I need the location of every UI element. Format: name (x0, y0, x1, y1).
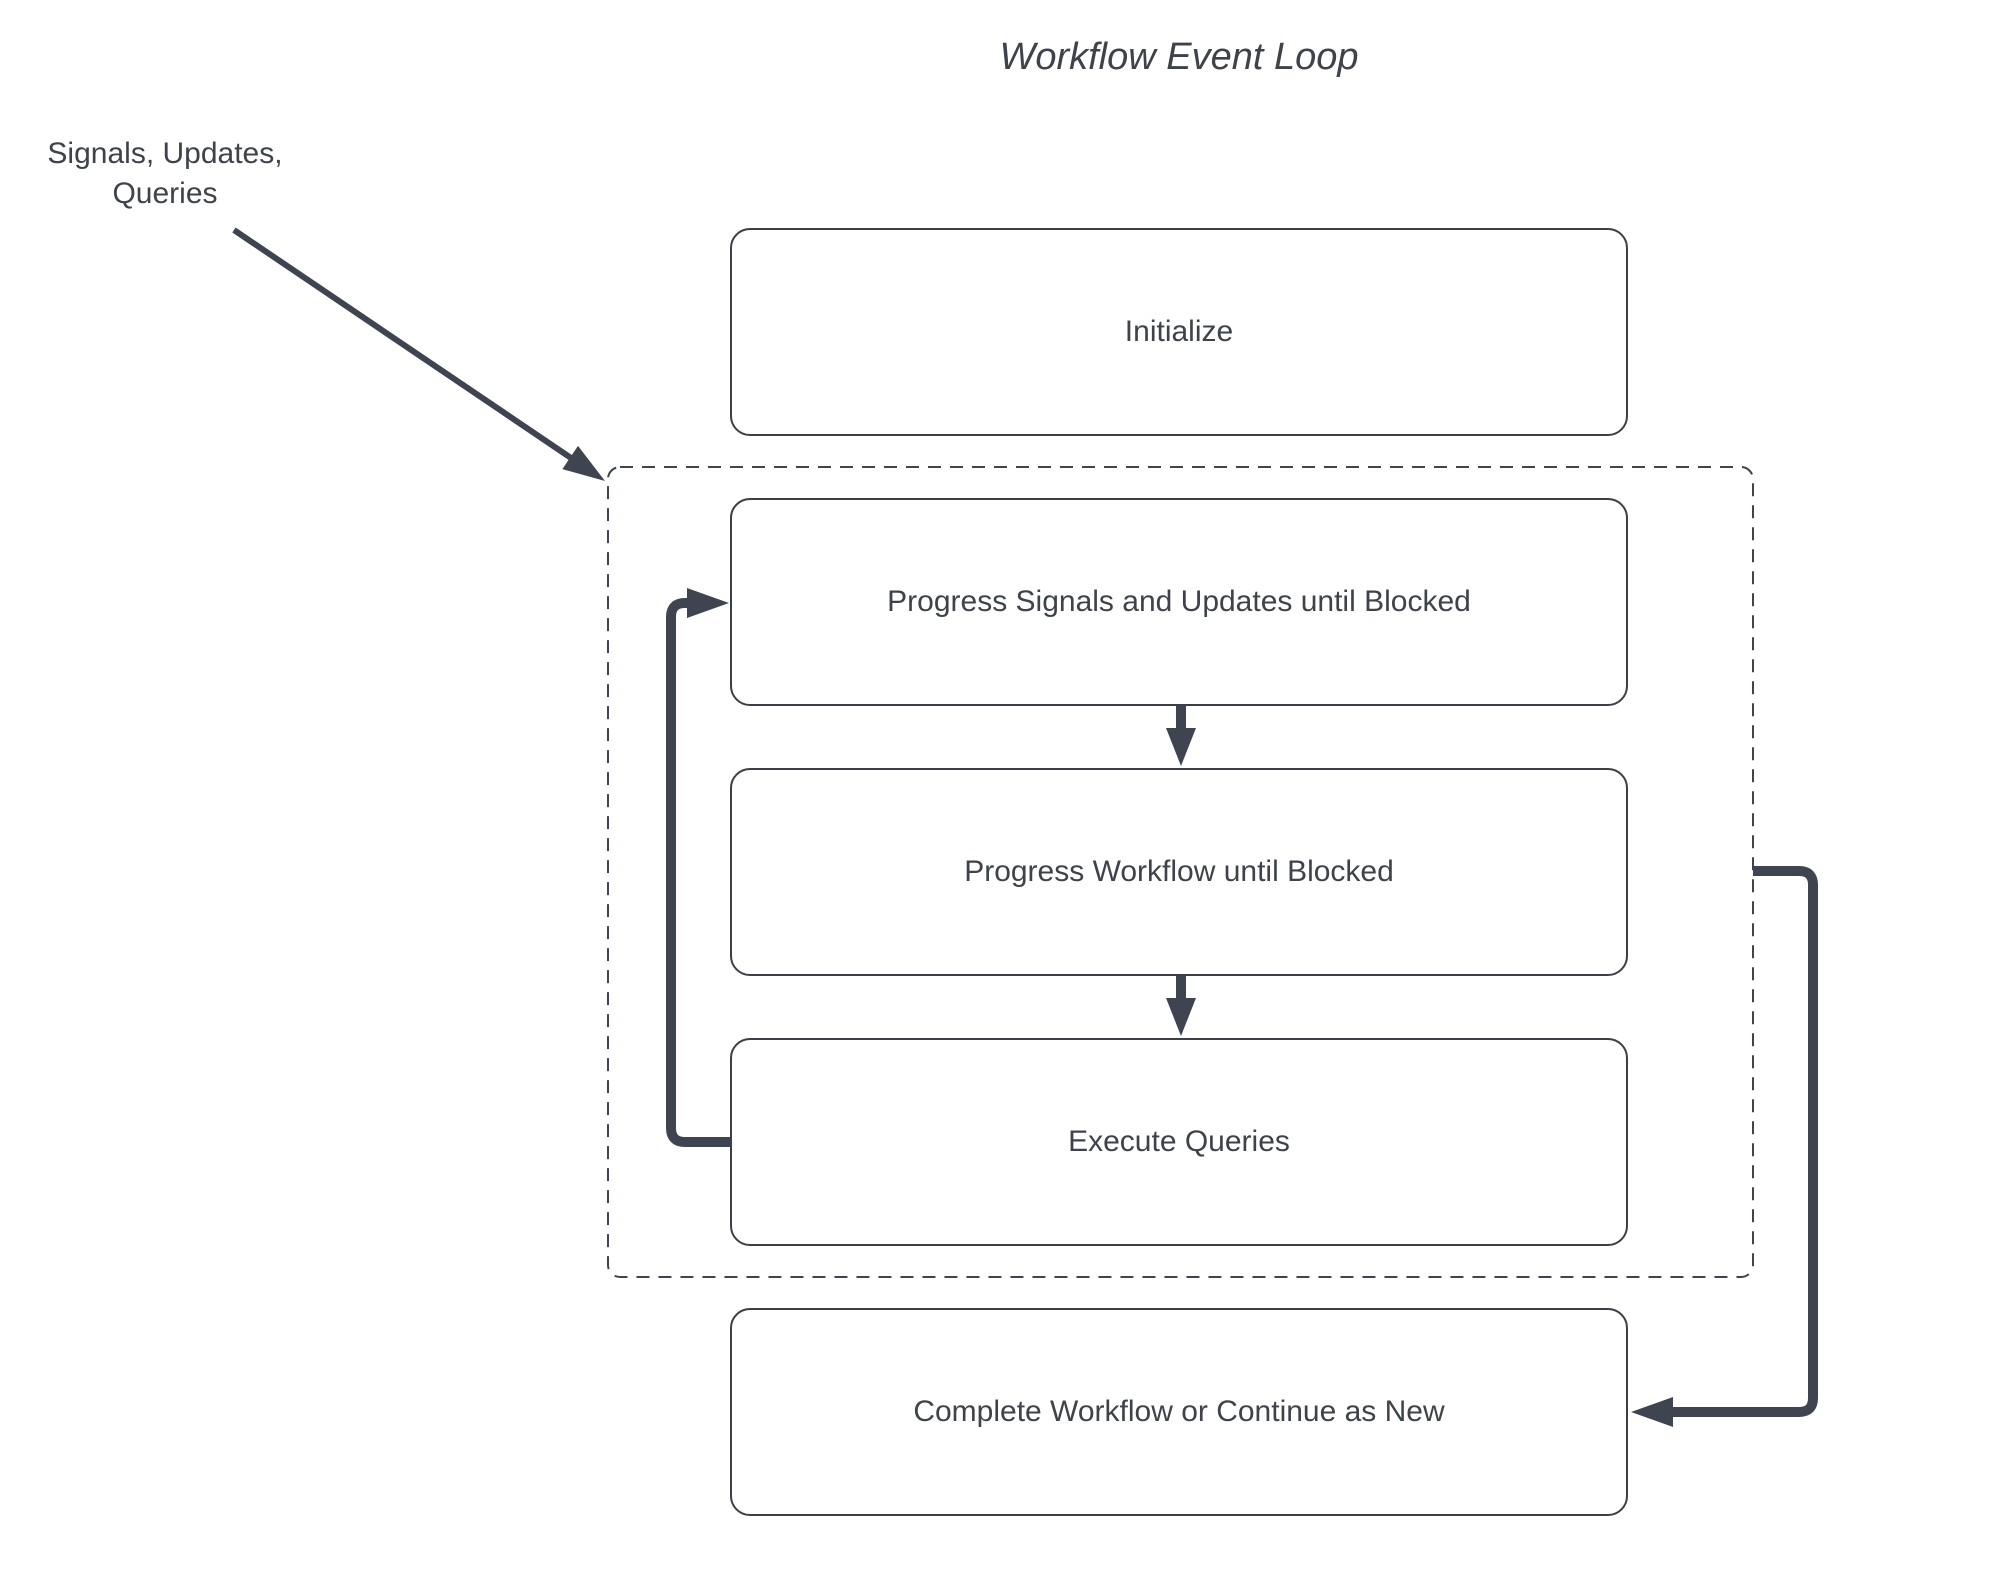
node-progress-signals-updates-label: Progress Signals and Updates until Block… (887, 585, 1471, 618)
node-progress-workflow-label: Progress Workflow until Blocked (964, 855, 1394, 888)
node-initialize: Initialize (730, 228, 1628, 436)
loop-to-complete-arrow (1672, 866, 1818, 1417)
loop-to-complete-arrowhead (1631, 1397, 1673, 1427)
diagram-title: Workflow Event Loop (999, 36, 1359, 78)
event-loop-dashed-container (607, 466, 1754, 1278)
node-execute-queries: Execute Queries (730, 1038, 1628, 1246)
node-progress-signals-updates: Progress Signals and Updates until Block… (730, 498, 1628, 706)
queries-loop-back-arrowhead (687, 588, 729, 618)
node-progress-workflow: Progress Workflow until Blocked (730, 768, 1628, 976)
workflow-to-queries-arrowhead (1166, 998, 1196, 1036)
signals-updates-queries-label: Signals, Updates, Queries (47, 137, 283, 210)
node-execute-queries-label: Execute Queries (1068, 1125, 1290, 1158)
queries-loop-back-arrow (666, 598, 730, 1147)
signals-annotation-arrowhead (562, 445, 605, 481)
signals-to-workflow-arrowhead (1166, 728, 1196, 766)
node-complete-or-continue: Complete Workflow or Continue as New (730, 1308, 1628, 1516)
node-complete-or-continue-label: Complete Workflow or Continue as New (913, 1395, 1445, 1428)
node-initialize-label: Initialize (1124, 315, 1234, 348)
signals-annotation-arrow (232, 227, 576, 463)
